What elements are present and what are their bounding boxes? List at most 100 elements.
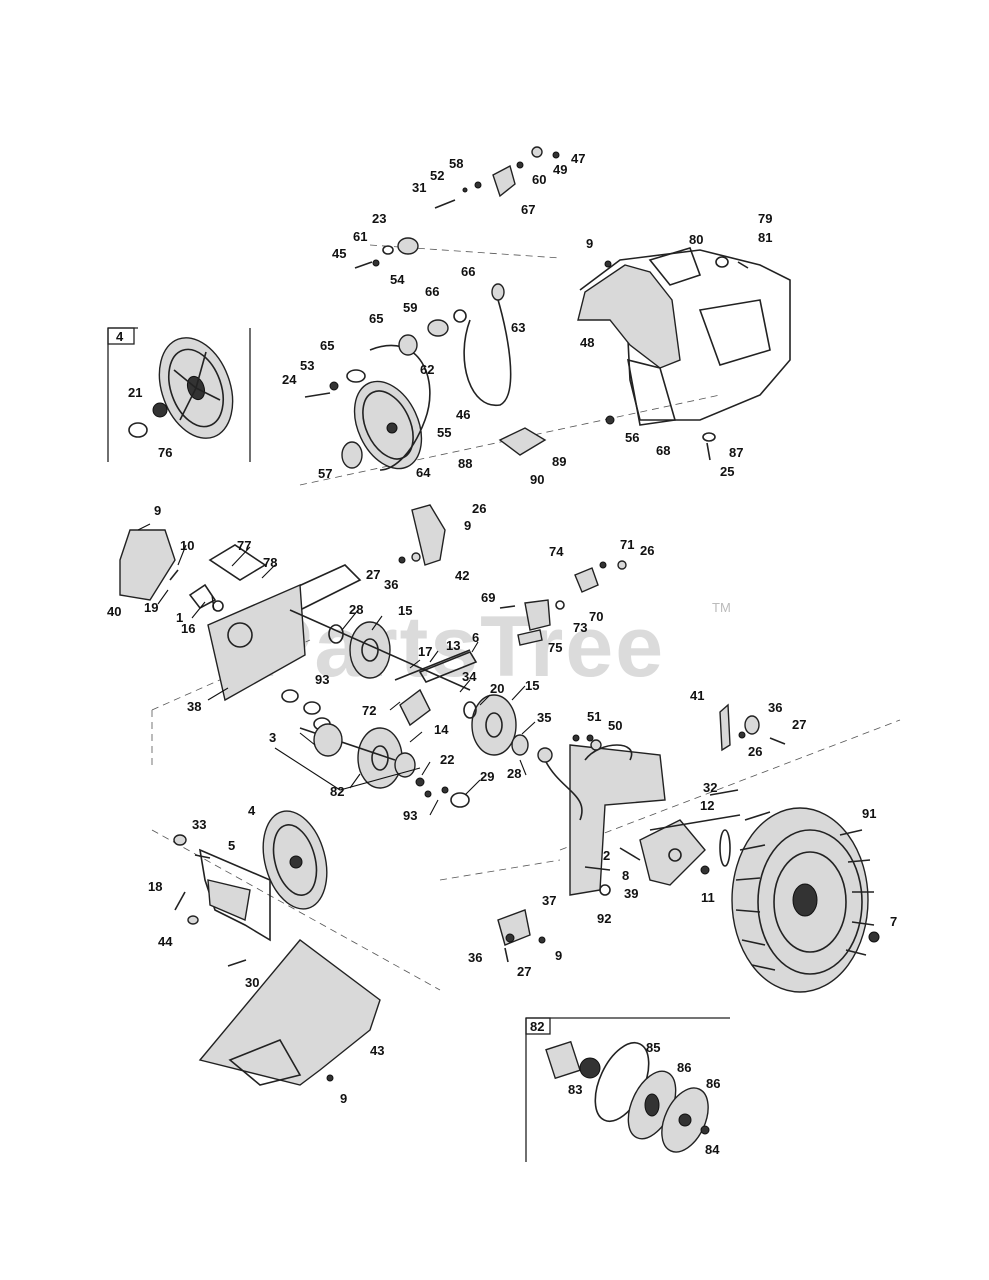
callout-83: 83: [568, 1082, 582, 1097]
callout-70: 70: [589, 609, 603, 624]
callout-82: 82: [330, 784, 344, 799]
callout-43: 43: [370, 1043, 384, 1058]
callout-38: 38: [187, 699, 201, 714]
callout-92: 92: [597, 911, 611, 926]
callout-9d: 9: [555, 948, 562, 963]
callout-8: 8: [622, 868, 629, 883]
callout-50: 50: [608, 718, 622, 733]
callout-20: 20: [490, 681, 504, 696]
callout-14: 14: [434, 722, 449, 737]
callout-75: 75: [548, 640, 562, 655]
callout-24: 24: [282, 372, 297, 387]
callout-52: 52: [430, 168, 444, 183]
callout-46: 46: [456, 407, 470, 422]
inset-4-label: 4: [116, 329, 124, 344]
callout-27c: 27: [517, 964, 531, 979]
inset-4: 4: [107, 327, 251, 462]
callout-53: 53: [300, 358, 314, 373]
callout-45: 45: [332, 246, 346, 261]
watermark-tm: TM: [712, 600, 731, 615]
belt-drive-assembly: [299, 146, 721, 486]
callout-72: 72: [362, 703, 376, 718]
callout-26b: 26: [640, 543, 654, 558]
callout-2: 2: [603, 848, 610, 863]
callout-27b: 27: [792, 717, 806, 732]
callout-19: 19: [144, 600, 158, 615]
callout-47: 47: [571, 151, 585, 166]
callout-13: 13: [446, 638, 460, 653]
callout-65b: 65: [320, 338, 334, 353]
callout-26c: 26: [748, 744, 762, 759]
callout-61: 61: [353, 229, 367, 244]
callout-1: 1: [176, 610, 183, 625]
inset-82-label: 82: [530, 1019, 544, 1034]
callout-74: 74: [549, 544, 564, 559]
chassis-frame: [151, 560, 901, 991]
callout-21: 21: [128, 385, 142, 400]
watermark: PartsTree TM: [255, 599, 731, 695]
callout-35: 35: [537, 710, 551, 725]
callout-31: 31: [412, 180, 426, 195]
callout-29: 29: [480, 769, 494, 784]
callout-62: 62: [420, 362, 434, 377]
callout-48: 48: [580, 335, 594, 350]
callout-34: 34: [462, 669, 477, 684]
callout-7: 7: [890, 914, 897, 929]
callout-10: 10: [180, 538, 194, 553]
callout-71: 71: [620, 537, 634, 552]
callout-44: 44: [158, 934, 173, 949]
callout-93b: 93: [403, 808, 417, 823]
callout-9c: 9: [464, 518, 471, 533]
callout-41: 41: [690, 688, 704, 703]
callout-66a: 66: [461, 264, 475, 279]
callout-32: 32: [703, 780, 717, 795]
callouts: 1 2 3 4 5 6 7 8 9 9 9 9 9 10 11 12 13 14…: [107, 151, 897, 1157]
callout-42: 42: [455, 568, 469, 583]
callout-80: 80: [689, 232, 703, 247]
callout-86a: 86: [677, 1060, 691, 1075]
callout-30: 30: [245, 975, 259, 990]
callout-12: 12: [700, 798, 714, 813]
callout-76: 76: [158, 445, 172, 460]
callout-18: 18: [148, 879, 162, 894]
callout-59: 59: [403, 300, 417, 315]
callout-58: 58: [449, 156, 463, 171]
callout-5: 5: [228, 838, 235, 853]
callout-79: 79: [758, 211, 772, 226]
callout-65a: 65: [369, 311, 383, 326]
watermark-text: PartsTree: [255, 599, 665, 695]
callout-73: 73: [573, 620, 587, 635]
callout-81: 81: [758, 230, 772, 245]
callout-22: 22: [440, 752, 454, 767]
callout-28b: 28: [507, 766, 521, 781]
callout-36c: 36: [468, 950, 482, 965]
callout-68: 68: [656, 443, 670, 458]
callout-9e: 9: [340, 1091, 347, 1106]
callout-6: 6: [472, 630, 479, 645]
callout-55: 55: [437, 425, 451, 440]
engine: [498, 247, 791, 461]
callout-16: 16: [181, 621, 195, 636]
callout-36b: 36: [768, 700, 782, 715]
leader-lines: [137, 523, 536, 816]
callout-89: 89: [552, 454, 566, 469]
callout-17: 17: [418, 644, 432, 659]
callout-85: 85: [646, 1040, 660, 1055]
callout-54: 54: [390, 272, 405, 287]
callout-28a: 28: [349, 602, 363, 617]
callout-64: 64: [416, 465, 431, 480]
callout-57: 57: [318, 466, 332, 481]
callout-9a: 9: [154, 503, 161, 518]
lower-left-assembly: [173, 810, 381, 1086]
callout-69: 69: [481, 590, 495, 605]
callout-33: 33: [192, 817, 206, 832]
callout-63: 63: [511, 320, 525, 335]
callout-51: 51: [587, 709, 601, 724]
callout-84: 84: [705, 1142, 720, 1157]
tire-wheel: [731, 807, 880, 993]
callout-56: 56: [625, 430, 639, 445]
callout-87: 87: [729, 445, 743, 460]
callout-86b: 86: [706, 1076, 720, 1091]
callout-36a: 36: [384, 577, 398, 592]
callout-88: 88: [458, 456, 472, 471]
